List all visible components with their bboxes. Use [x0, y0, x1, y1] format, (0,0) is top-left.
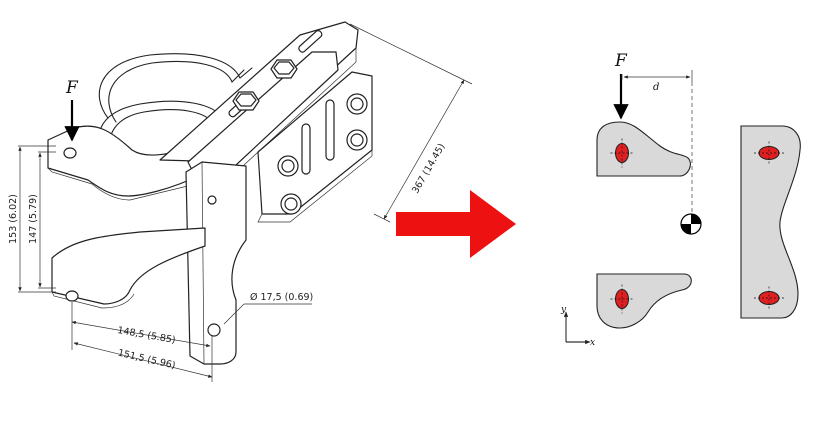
distance-label: d [653, 82, 659, 93]
dim-heights: 153 (6.02) 147 (5.79) [8, 145, 56, 293]
coordinate-axes: y x [560, 305, 595, 348]
dim-span-outer-label: 151,5 (5.96) [117, 348, 177, 372]
transition-arrow [396, 190, 516, 258]
bottom-plate [596, 273, 692, 329]
axis-x-label: x [590, 338, 595, 348]
center-of-mass-icon [680, 213, 702, 235]
dim-height-inner-label: 147 (5.79) [28, 194, 39, 244]
dim-length-label: 367 (14.45) [410, 142, 447, 196]
side-plate [740, 125, 801, 319]
bottom-lug-plate [51, 227, 206, 305]
bolt-holes [610, 138, 784, 314]
dim-hole-diameter-label: Ø 17,5 (0.69) [250, 292, 313, 303]
simplified-model-drawing: F d y x [560, 51, 801, 348]
side-plate-top-hole [754, 141, 784, 165]
left-force-label: F [65, 78, 79, 98]
top-lug-hole [63, 147, 77, 159]
hex-bolts [232, 59, 368, 215]
distance-dimension: d [621, 70, 693, 214]
isometric-bracket-drawing: F 367 (14.45) 153 (6.02) 147 (5.79) Ø 17… [8, 21, 473, 382]
dim-hole-diameter: Ø 17,5 (0.69) [223, 292, 313, 325]
top-plate-hole [610, 138, 634, 168]
bottom-plate-hole [610, 284, 634, 314]
top-plate [596, 121, 691, 177]
dim-span-inner-label: 148,5 (5.85) [117, 325, 177, 346]
right-force-label: F [614, 51, 628, 71]
axis-y-label: y [560, 305, 567, 315]
dim-height-outer-label: 153 (6.02) [8, 194, 19, 244]
bottom-lug-hole [65, 290, 79, 302]
side-plate-bottom-hole [754, 286, 784, 310]
vertical-plate [185, 161, 247, 365]
